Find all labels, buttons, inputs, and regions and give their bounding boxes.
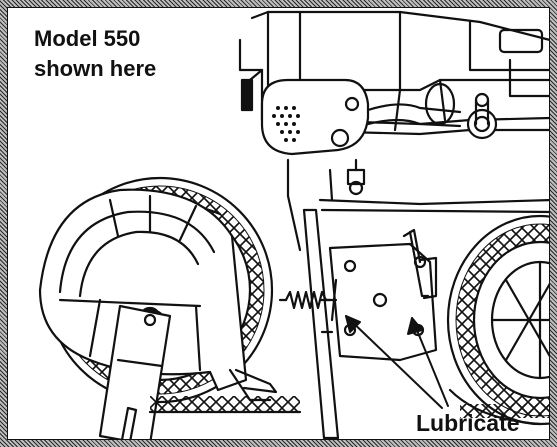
caption-line-shown: shown here (34, 56, 157, 81)
rear-wheel (446, 214, 557, 426)
lubricate-label: Lubricate (416, 410, 520, 436)
pivot-bracket (328, 228, 438, 362)
crank-arm (366, 82, 498, 140)
model-caption: Model 550 shown here (34, 24, 156, 84)
lubricate-arrows (345, 315, 449, 409)
blade-guard-plate (302, 208, 340, 440)
perforated-plate (260, 78, 370, 156)
blade-guard (38, 188, 278, 394)
ground-tread (148, 368, 302, 414)
caption-line-model: Model 550 (34, 26, 141, 51)
drive-shaft-housing (286, 158, 554, 252)
tension-spring (278, 290, 338, 310)
